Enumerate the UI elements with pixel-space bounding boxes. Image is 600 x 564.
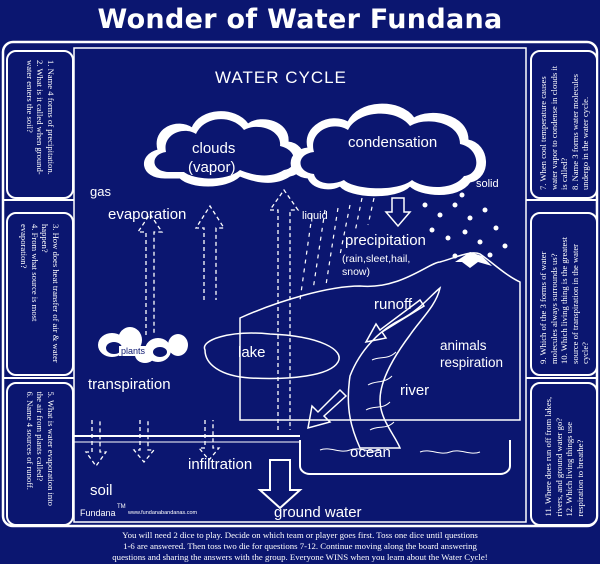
instructions-line-3: questions and sharing the answers with t…: [112, 552, 488, 562]
brand-name: Fundana: [80, 508, 116, 518]
mountains: [239, 252, 521, 421]
left-cloud-inner: [154, 119, 295, 179]
question-card-1-2: 1. Name 4 forms of precipitation. 2. Wha…: [6, 50, 74, 199]
question-card-11-12: 11. Where does run off from lakes, river…: [530, 382, 598, 526]
question-card-3-4: 3. How does heat transfer of air & water…: [6, 212, 74, 376]
question-1: 1. Name 4 forms of precipitation.: [45, 59, 56, 175]
question-9: 9. Which of the 3 forms of water molecul…: [537, 251, 559, 364]
label-animals: animals: [440, 338, 487, 353]
right-cloud-inner: [300, 113, 477, 189]
brand-url: www.fundanabandanas.com: [128, 510, 198, 516]
river-arrow: [307, 388, 348, 430]
question-10: 10. Which living thing is the greatest s…: [558, 236, 590, 364]
plants-trees-inner: [106, 342, 167, 357]
question-card-9-10: 9. Which of the 3 forms of water molecul…: [530, 212, 598, 376]
label-lake: lake: [238, 344, 266, 361]
label-liquid: liquid: [302, 210, 328, 222]
label-plants: plants: [119, 346, 148, 356]
question-8: 8. Name 3 forms water molecules undergo …: [569, 73, 590, 190]
question-card-7-8: 7. When cool temperature causes water va…: [530, 50, 598, 199]
label-runoff: runoff: [374, 296, 413, 313]
label-condensation: condensation: [348, 134, 438, 151]
question-5: 5. What is water evaporation into the ai…: [35, 391, 56, 506]
diagram-panel: [73, 47, 527, 523]
label-ocean: ocean: [350, 444, 391, 461]
question-7: 7. When cool temperature causes water va…: [537, 65, 569, 190]
brand-trademark: TM: [117, 504, 126, 510]
question-12: 12. Which living things use respiration …: [564, 421, 585, 517]
label-gas: gas: [90, 184, 111, 199]
board-path: [3, 199, 597, 379]
snow-dots: [422, 192, 508, 265]
label-transpiration: transpiration: [88, 376, 171, 393]
label-evaporation: evaporation: [108, 206, 187, 223]
question-2: 2. What is it called when ground-water e…: [24, 59, 46, 175]
label-river: river: [400, 382, 430, 399]
precipitation-arrow: [384, 197, 412, 228]
label-precipitation-detail-1: (rain,sleet,hail,: [342, 253, 411, 265]
label-precipitation-detail-2: snow): [342, 266, 371, 278]
runoff-arrow: [364, 298, 426, 344]
label-precipitation: precipitation: [345, 232, 426, 249]
question-card-5-6: 5. What is water evaporation into the ai…: [6, 382, 74, 526]
question-6: 6. Name 4 sources of runoff.: [24, 391, 35, 490]
label-clouds: clouds: [192, 140, 236, 157]
evaporation-arrows: [136, 188, 300, 430]
question-3: 3. How does heat transfer of air & water…: [40, 224, 62, 363]
game-instructions: You will need 2 dice to play. Decide on …: [40, 530, 560, 563]
river-waves: [365, 351, 397, 431]
mountain-snow: [455, 252, 492, 268]
label-vapor: (vapor): [188, 159, 236, 176]
instructions-line-1: You will need 2 dice to play. Decide on …: [122, 530, 478, 540]
label-infiltration: infiltration: [188, 456, 253, 473]
ocean-basin: [299, 440, 511, 475]
diagram-heading: WATER CYCLE: [215, 68, 347, 87]
ground-water-arrow: [257, 459, 303, 510]
rain-lines: [299, 197, 375, 301]
instructions-line-2: 1-6 are answered. Then toss two die for …: [123, 541, 477, 551]
lake-outline: [203, 332, 340, 380]
page-title: Wonder of Water Fundana: [97, 4, 503, 35]
question-11: 11. Where does run off from lakes, river…: [543, 396, 564, 517]
label-respiration: respiration: [440, 355, 504, 370]
label-ground-water: ground water: [274, 504, 362, 521]
label-solid: solid: [476, 178, 499, 190]
question-4: 4. From what source is most evaporation?: [19, 224, 41, 322]
label-soil: soil: [90, 482, 113, 499]
ocean-waves: [319, 448, 481, 454]
infiltration-arrows: [84, 420, 221, 468]
